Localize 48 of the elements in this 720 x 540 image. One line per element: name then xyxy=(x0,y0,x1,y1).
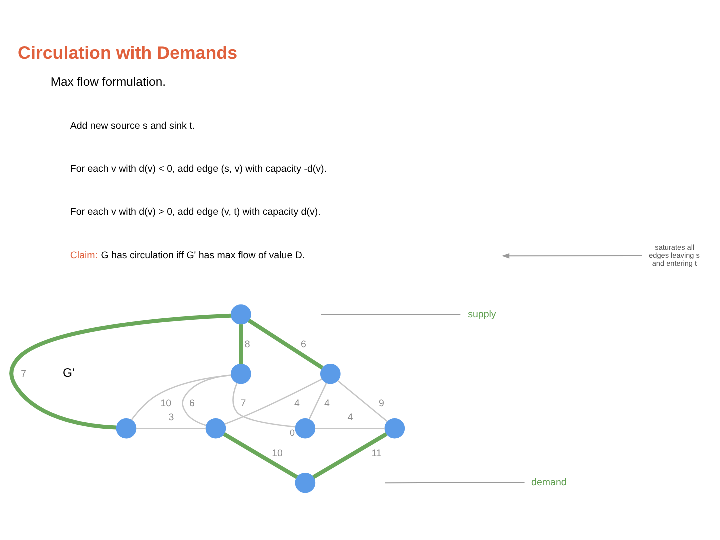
edge-label: 10 xyxy=(160,398,172,410)
node-label: 0 xyxy=(290,428,295,438)
node-circle xyxy=(295,472,316,494)
node-text: demand xyxy=(532,478,567,489)
edge-label: 7 xyxy=(21,369,27,380)
node-circle xyxy=(295,418,316,439)
connector xyxy=(136,428,206,430)
edge-label: 4 xyxy=(324,398,330,410)
connector xyxy=(223,432,298,480)
arrow xyxy=(502,253,643,259)
connector xyxy=(224,378,323,426)
edge-label: 7 xyxy=(240,398,246,410)
edge-label: 9 xyxy=(379,398,384,410)
node-text: supply xyxy=(468,309,496,320)
label: Max flow formulation. xyxy=(50,75,166,90)
node-circle xyxy=(320,364,341,384)
node-circle xyxy=(206,418,226,439)
label: G' xyxy=(63,366,75,380)
connector xyxy=(338,380,388,422)
node-text: saturates all edges leaving s and entering t xyxy=(649,242,700,268)
connector xyxy=(10,314,232,430)
connector xyxy=(384,482,526,484)
node-circle xyxy=(116,418,137,439)
connector xyxy=(182,374,232,426)
edge-label: 4 xyxy=(294,398,300,410)
edge-label: 10 xyxy=(272,448,283,460)
connector xyxy=(239,324,244,364)
connector xyxy=(320,314,462,316)
edge-label: 6 xyxy=(300,339,306,350)
edge-label: 11 xyxy=(372,448,382,460)
connector xyxy=(308,382,328,420)
label: Claim: G has circulation iff G' has max flow of value D. xyxy=(70,250,306,262)
edge-label: 8 xyxy=(244,339,250,350)
diagram-title: Circulation with Demands xyxy=(18,43,238,64)
connector xyxy=(248,318,324,370)
node-circle xyxy=(384,418,406,439)
edge-label: 4 xyxy=(348,412,354,424)
node-circle xyxy=(231,304,252,325)
label: For each v with d(v) < 0, add edge (s, v) with capacity -d(v). xyxy=(70,164,327,176)
connector xyxy=(131,374,232,421)
connector xyxy=(315,428,385,430)
connector xyxy=(232,383,296,428)
label: For each v with d(v) > 0, add edge (v, t) with capacity d(v). xyxy=(70,207,321,218)
label: Add new source s and sink t. xyxy=(70,120,196,132)
node-circle xyxy=(231,364,252,384)
connector xyxy=(312,432,388,480)
edge-label: 6 xyxy=(190,398,195,410)
edge-label: 3 xyxy=(168,412,174,424)
